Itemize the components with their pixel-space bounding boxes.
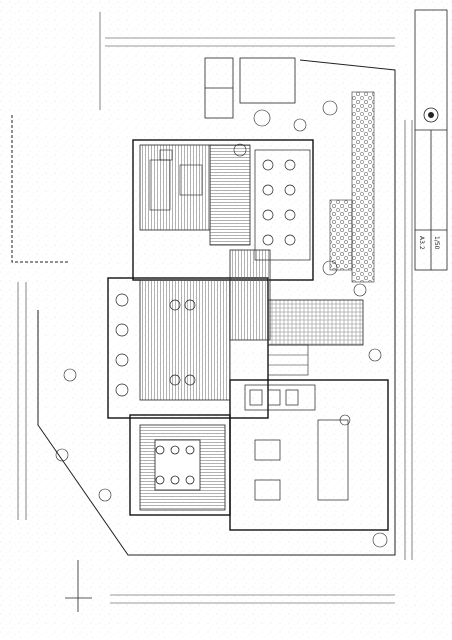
- stone-garden: [329, 91, 375, 283]
- left-seating: [115, 293, 196, 397]
- parking-area: [204, 57, 296, 119]
- company-logo-icon: [423, 107, 439, 123]
- site-boundary: [11, 59, 396, 556]
- trees: [55, 100, 388, 548]
- title-block: [414, 9, 448, 271]
- tiled-terrace: [267, 299, 364, 346]
- north-arrow-icon: [65, 560, 92, 612]
- entrance-steps: [267, 344, 309, 376]
- lounge-area: [244, 384, 349, 501]
- right-seating: [254, 149, 311, 261]
- sheet-number: A3.2: [418, 236, 425, 250]
- dimension-lines: [17, 12, 413, 604]
- kitchen-area: [139, 144, 251, 246]
- private-room: [139, 424, 226, 511]
- scale-label: 1/50: [433, 236, 440, 250]
